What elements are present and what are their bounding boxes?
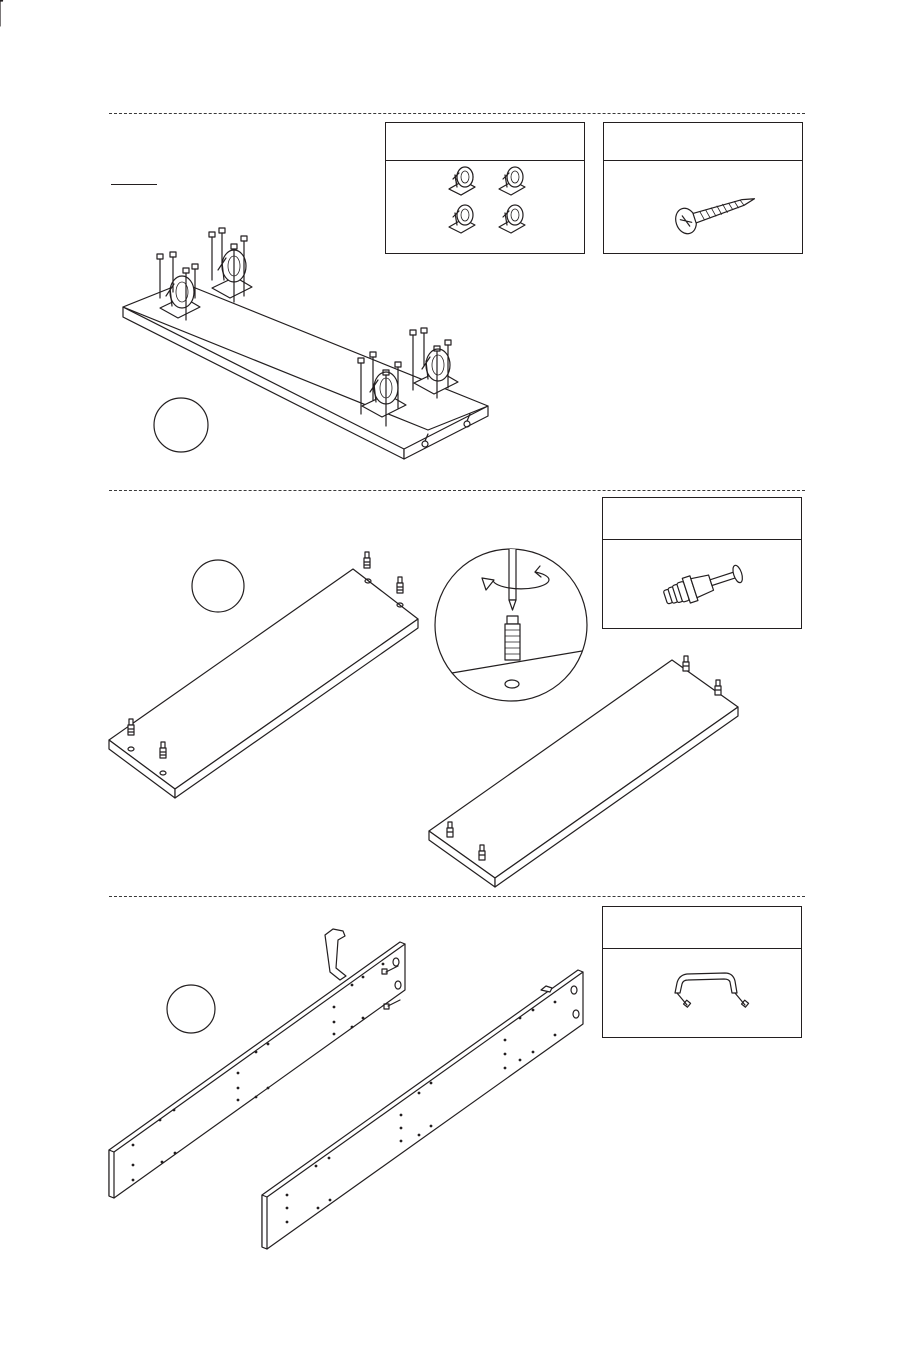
step-3-number-circle (167, 985, 215, 1033)
handle-mounted (325, 929, 346, 980)
